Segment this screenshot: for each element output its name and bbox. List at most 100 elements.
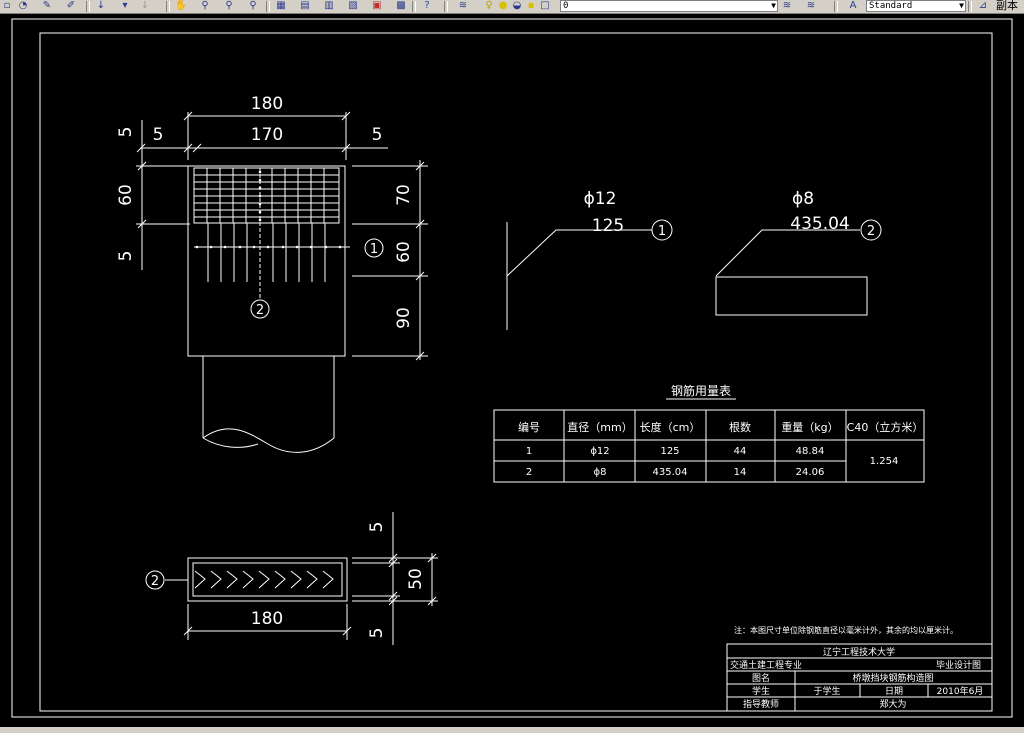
tb-university: 辽宁工程技术大学: [823, 646, 895, 658]
rebar-mesh-vertical: [206, 168, 325, 223]
bar-mark-2-circle: [250, 299, 270, 319]
bar2-mark: 2: [867, 224, 875, 239]
properties-icon[interactable]: ▦: [276, 0, 286, 11]
drawing-canvas[interactable]: 1 2 180 170 5 5 5 60 5: [0, 14, 1024, 727]
tb-date-label: 日期: [885, 686, 903, 697]
layer-on-icon[interactable]: ♀: [485, 0, 493, 11]
dim-right-60: 60: [394, 241, 414, 263]
zoom-previous-icon[interactable]: ⚲: [249, 0, 257, 11]
separator: [266, 1, 270, 12]
bar1-mark: 1: [658, 224, 666, 239]
bar2-length: 435.04: [790, 214, 849, 234]
th-length: 长度（cm）: [640, 420, 701, 434]
print-icon[interactable]: ✐: [66, 0, 76, 11]
section-dim-180: 180: [251, 609, 283, 629]
th-concrete: C40（立方米）: [847, 420, 924, 434]
tb-design-type: 毕业设计图: [936, 659, 981, 671]
pan-icon[interactable]: ✋: [174, 0, 188, 11]
cell-r1-diameter: ϕ12: [590, 446, 609, 457]
tb-name-label: 图名: [752, 672, 770, 684]
bar-shape-2: ϕ8 435.04 2: [715, 189, 882, 316]
title-block: 辽宁工程技术大学 交通土建工程专业 毕业设计图 图名 桥墩挡块钢筋构造图 学生 …: [726, 643, 993, 712]
save-icon[interactable]: ✎: [42, 0, 52, 11]
stirrup-legs: [207, 223, 326, 282]
copy-label[interactable]: 副本: [996, 0, 1018, 12]
cell-concrete: 1.254: [870, 456, 899, 467]
dim-left-60: 60: [116, 184, 136, 206]
section-bar-mark: 2: [151, 574, 159, 589]
layer-state-icon[interactable]: ≋: [806, 0, 816, 11]
dim-180: 180: [251, 94, 283, 114]
help-icon[interactable]: ?: [424, 0, 430, 11]
design-center-icon[interactable]: ▤: [300, 0, 310, 11]
cell-r1-length: 125: [660, 446, 679, 457]
status-bar: [0, 727, 1024, 733]
layer-plot-icon[interactable]: ▪: [527, 0, 535, 11]
cell-r2-diameter: ϕ8: [594, 467, 607, 478]
tb-student: 于学生: [813, 685, 840, 697]
bar1-length: 125: [592, 216, 624, 236]
separator: [86, 1, 90, 12]
undo-icon[interactable]: ↓: [96, 0, 106, 11]
layer-lock-icon[interactable]: ◒: [512, 0, 522, 11]
section-view: 2 180 5 50 5: [145, 512, 438, 645]
text-style-dropdown[interactable]: Standard▼: [866, 0, 966, 12]
zoom-realtime-icon[interactable]: ⚲: [201, 0, 209, 11]
cell-r2-count: 14: [734, 467, 747, 478]
section-dim-bottom-5: 5: [367, 628, 387, 639]
tb-major: 交通土建工程专业: [730, 659, 802, 671]
tool-palette-icon[interactable]: ▥: [324, 0, 334, 11]
tb-advisor: 郑大为: [879, 698, 906, 710]
markup-icon[interactable]: ▣: [372, 0, 382, 11]
calculator-icon[interactable]: ▩: [396, 0, 406, 11]
tb-date: 2010年6月: [937, 685, 984, 697]
top-view: 1 2 180 170 5 5 5 60 5: [116, 94, 428, 453]
rebar-table: 钢筋用量表 编号 直径（mm） 长度（cm） 根数 重量（kg） C40（立方米…: [493, 383, 925, 483]
bar-mark-1-circle: [364, 238, 384, 258]
dim-left-top-5: 5: [116, 127, 136, 138]
cell-r2-length: 435.04: [653, 467, 688, 478]
dim-style-icon: ⊿: [978, 0, 988, 11]
text-style-icon: A: [849, 0, 857, 11]
new-icon[interactable]: ▫: [3, 0, 11, 11]
redo-disabled-icon: ↓: [140, 0, 150, 11]
sheet-inner-border: [39, 32, 993, 712]
layer-color-icon[interactable]: □: [540, 0, 550, 11]
separator: [968, 1, 972, 12]
column-break-line: [202, 428, 335, 453]
section-dim-top-5: 5: [367, 522, 387, 533]
sheet-outer-border: [11, 18, 1013, 718]
cell-r2-weight: 24.06: [796, 467, 825, 478]
cell-r1-count: 44: [734, 446, 747, 457]
cell-r2-code: 2: [526, 467, 532, 478]
bar1-diameter: ϕ12: [584, 189, 617, 209]
layer-dropdown[interactable]: 0▼: [560, 0, 778, 12]
dim-left-5: 5: [153, 125, 164, 145]
redo-icon[interactable]: ▾: [122, 0, 128, 11]
cell-r1-weight: 48.84: [796, 446, 825, 457]
tb-drawing-name: 桥墩挡块钢筋构造图: [852, 672, 933, 684]
rebar-mesh-horizontal: [194, 174, 339, 218]
section-dim-50: 50: [406, 568, 426, 590]
layer-previous-icon[interactable]: ≋: [782, 0, 792, 11]
dim-right-5: 5: [372, 125, 383, 145]
open-icon[interactable]: ◔: [18, 0, 28, 11]
tb-advisor-label: 指导教师: [743, 698, 779, 710]
dim-right-90: 90: [394, 307, 414, 329]
column-break-line-2: [202, 437, 259, 448]
chevron-down-icon: ▼: [959, 1, 964, 10]
bar-shape-1: ϕ12 125 1: [506, 189, 673, 330]
chevron-down-icon: ▼: [771, 1, 776, 10]
layer-manager-icon[interactable]: ≋: [458, 0, 468, 11]
sheet-set-icon[interactable]: ▧: [348, 0, 358, 11]
bar-mark-1: 1: [370, 242, 378, 257]
standard-toolbar: ▫ ◔ ✎ ✐ ↓ ▾ ↓ ✋ ⚲ ⚲ ⚲ ▦ ▤ ▥ ▧ ▣ ▩ ? ≋ ♀ …: [0, 0, 1024, 14]
zoom-window-icon[interactable]: ⚲: [225, 0, 233, 11]
cell-r1-code: 1: [526, 446, 532, 457]
section-stirrups: [194, 570, 334, 589]
layer-thaw-icon[interactable]: ●: [498, 0, 508, 11]
bar2-loop: [715, 276, 868, 316]
section-bar-mark-circle: [145, 570, 165, 590]
dim-left-bottom-5: 5: [116, 251, 136, 262]
th-diameter: 直径（mm）: [567, 420, 632, 434]
